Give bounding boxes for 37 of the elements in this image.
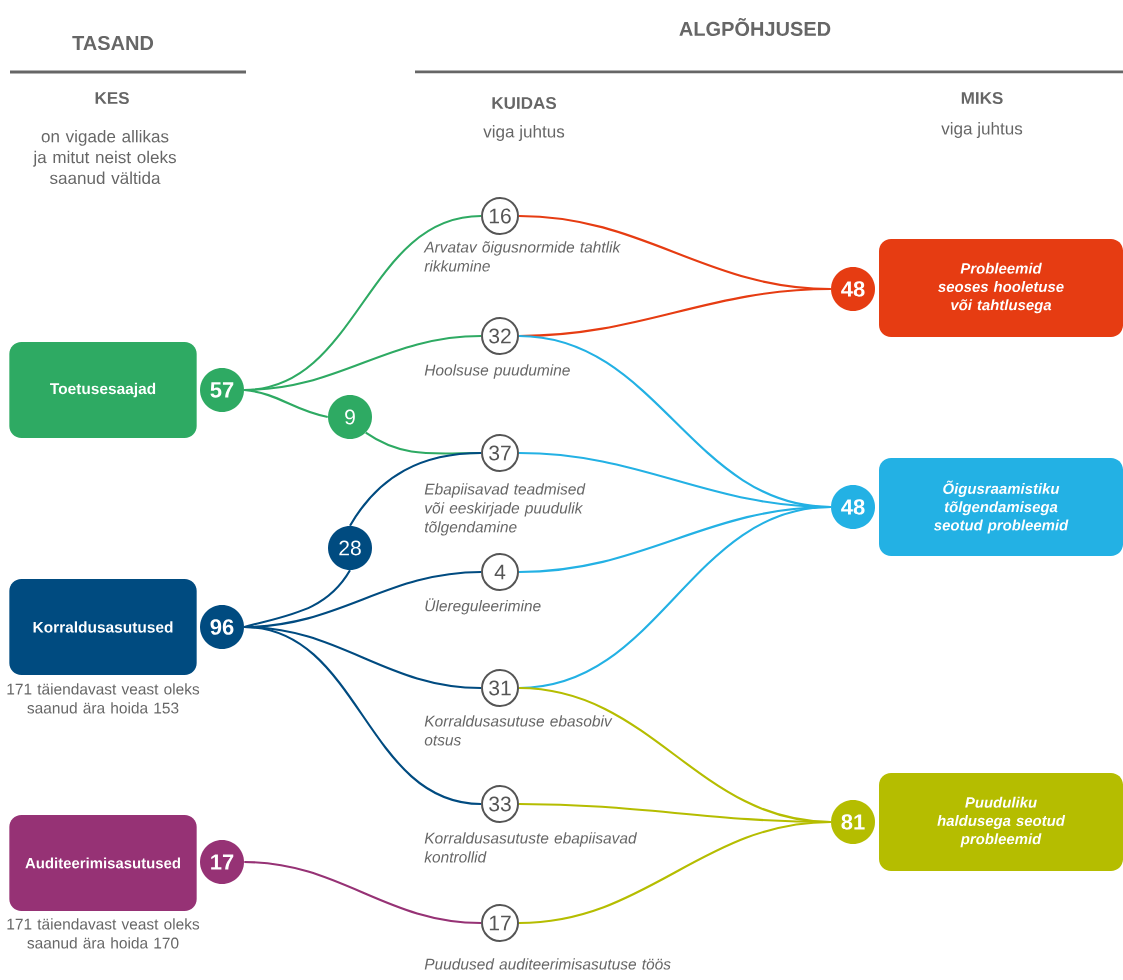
cause-description: Arvatav õigusnormide tahtlik rikkumine (423, 241, 621, 272)
count-badge: 96 (200, 605, 244, 649)
count-badge: 48 (831, 485, 875, 529)
connector (244, 569, 351, 629)
connector (244, 625, 482, 806)
note-text: 171 täiendavast veast oleks saanud ära hoida 153 (7, 683, 200, 714)
heading: MIKS (961, 91, 1003, 105)
count-badge: 28 (328, 526, 372, 570)
connector (244, 860, 482, 925)
subheading-text: on vigade allikas ja mitut neist oleks saanud vältida (33, 129, 176, 185)
cause-box: Puuduliku haldusega seotud probleemid (879, 773, 1123, 871)
category-box: Auditeerimisasutused (9, 815, 197, 911)
heading: TASAND (72, 35, 154, 51)
cause-box: Probleemid seoses hooletuse või tahtlusega (879, 239, 1123, 337)
cause-box: Õigusraamistiku tõlgendamisega seotud probleemid (879, 458, 1123, 556)
connector (244, 388, 328, 419)
heading: ALGPÕHJUSED (679, 18, 831, 36)
connector (349, 451, 482, 527)
count-badge: 9 (328, 395, 372, 439)
note-text: 171 täiendavast veast oleks saanud ära hoida 170 (7, 918, 200, 949)
category-box: Korraldusasutused (9, 579, 197, 675)
category-box: Toetusesaajad (9, 342, 197, 438)
count-badge: 57 (200, 368, 244, 412)
subheading-text: viga juhtus (483, 125, 565, 141)
cause-description: Korraldusasutuse ebasobiv otsus (424, 715, 613, 746)
count-badge: 48 (831, 267, 875, 311)
count-badge: 17 (200, 840, 244, 884)
cause-description: Ülereguleerimine (425, 598, 541, 615)
subheading-text: viga juhtus (941, 122, 1023, 138)
heading: KES (95, 91, 129, 105)
connector (518, 820, 831, 925)
cause-description: Puudused auditeerimisasutuse töös (424, 958, 671, 970)
heading: KUIDAS (492, 96, 557, 110)
cause-description: Korraldusasutuste ebapiisavad kontrollid (424, 832, 637, 863)
cause-description: Ebapiisavad teadmised või eeskirjade puudulik tõlgendamine (424, 483, 586, 536)
cause-description: Hoolsuse puudumine (424, 364, 570, 379)
count-badge: 81 (831, 800, 875, 844)
